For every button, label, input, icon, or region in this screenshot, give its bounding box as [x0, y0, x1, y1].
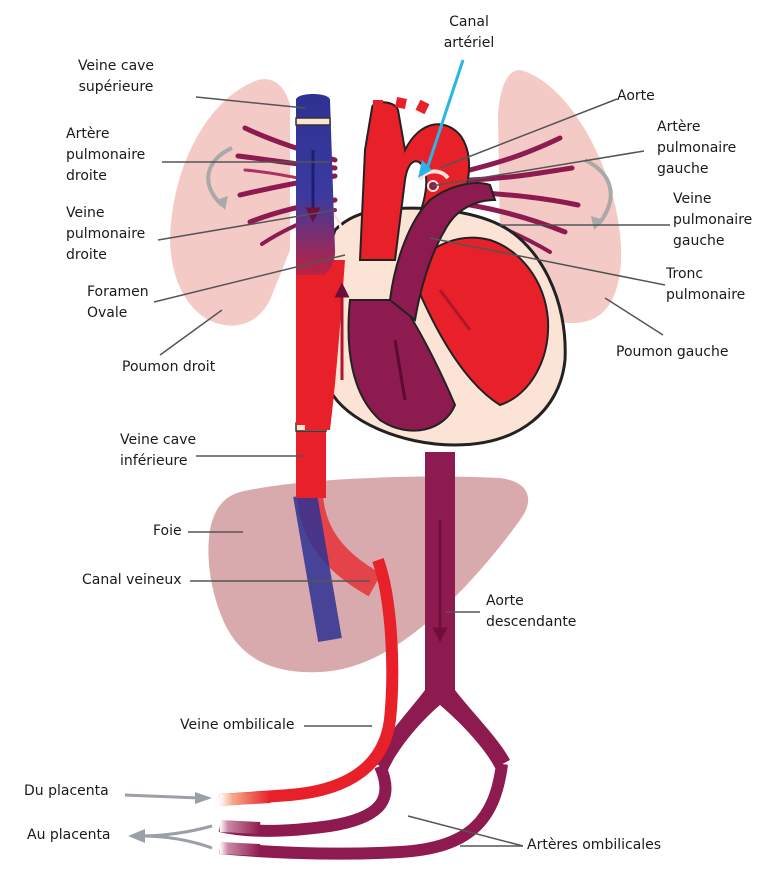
ivc-lower	[293, 492, 342, 643]
left-lung-arrow-icon	[584, 158, 613, 227]
label-poumon-droit: Poumon droit	[122, 359, 216, 375]
label-veine-ombilicale: Veine ombilicale	[180, 717, 295, 733]
label-du-placenta: Du placenta	[24, 783, 109, 799]
label-au-placenta: Au placenta	[27, 827, 111, 843]
du-placenta-arrow-icon	[124, 793, 201, 800]
label-poumon-gauche: Poumon gauche	[616, 344, 729, 360]
leader-lines	[153, 96, 670, 847]
superior-vena-cava	[296, 94, 336, 280]
descending-aorta-group	[218, 452, 510, 860]
canal-arteriel-arrowhead-icon	[418, 160, 432, 178]
canal-arteriel-pointer	[424, 59, 465, 173]
inferior-vena-cava	[296, 420, 326, 498]
label-foie: Foie	[153, 523, 182, 539]
au-placenta-arrow-icon	[139, 824, 213, 850]
label-aorte: Aorte	[617, 88, 655, 104]
label-canal-veineux: Canal veineux	[82, 572, 182, 588]
right-lung-arrow-icon	[206, 146, 233, 207]
label-arteres-ombilicales: Artères ombilicales	[527, 837, 662, 853]
umbilical-vein	[219, 558, 399, 806]
right-lung	[170, 79, 290, 326]
